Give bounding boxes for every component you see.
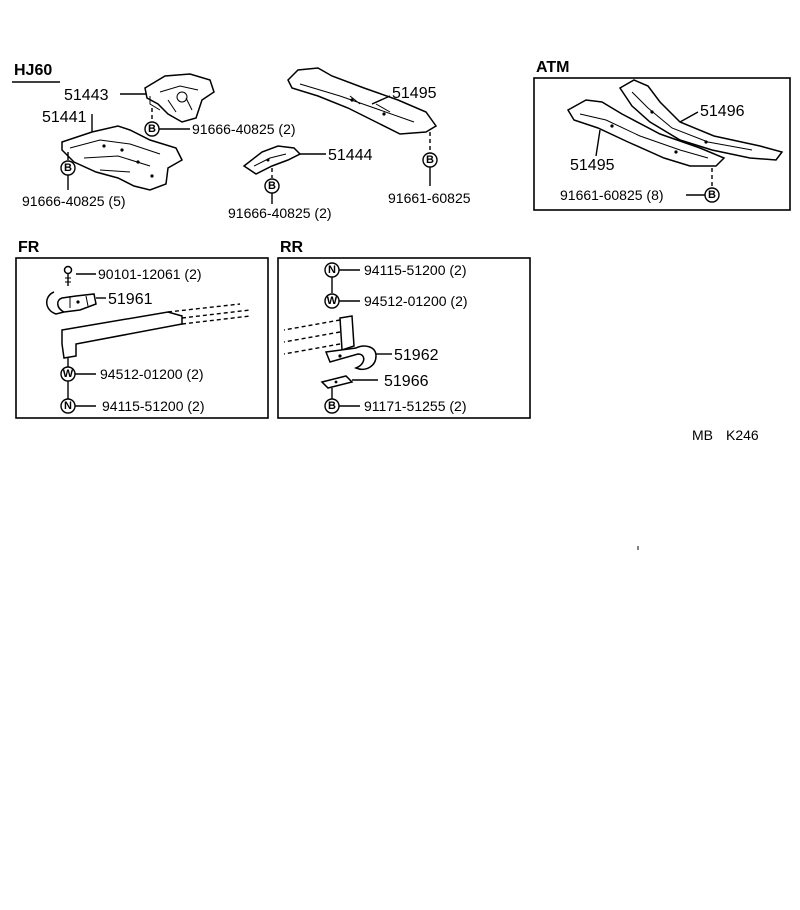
section-title-fr: FR: [18, 239, 40, 256]
svg-text:B: B: [426, 154, 434, 166]
svg-text:B: B: [328, 400, 336, 412]
svg-text:W: W: [63, 368, 74, 380]
part-label-51443: 51443: [64, 87, 109, 104]
nut-symbol-rr: N: [324, 262, 340, 278]
bolt-symbol-51444: B: [264, 178, 280, 194]
bolt-symbol-51495: B: [422, 152, 438, 168]
part-51966-drawing: [320, 375, 354, 389]
section-box-fr: [15, 257, 269, 419]
bolt-symbol-rr: B: [324, 398, 340, 414]
fastener-label-91666-40825-2a: 91666-40825 (2): [192, 121, 296, 137]
bolt-symbol-51441: B: [60, 160, 76, 176]
section-title-atm: ATM: [536, 59, 569, 76]
part-label-51495-atm: 51495: [570, 157, 615, 174]
section-title-rr: RR: [280, 239, 304, 256]
part-51961-drawing: [46, 291, 97, 315]
fastener-label-91666-40825-5: 91666-40825 (5): [22, 193, 126, 209]
part-51496-drawing: [618, 79, 784, 161]
part-label-51441: 51441: [42, 109, 87, 126]
fastener-label-94512-01200-rr: 94512-01200 (2): [364, 293, 468, 309]
fastener-label-94115-51200-rr: 94115-51200 (2): [364, 262, 466, 278]
washer-symbol-rr: W: [324, 293, 340, 309]
part-label-51962: 51962: [394, 347, 439, 364]
svg-text:W: W: [327, 295, 338, 307]
svg-text:B: B: [148, 123, 156, 135]
washer-symbol-fr: W: [60, 366, 76, 382]
svg-text:B: B: [268, 180, 276, 192]
ref-code-right: K246: [726, 427, 759, 443]
fastener-label-91661-60825: 91661-60825: [388, 190, 471, 206]
leader-51495-top: [371, 95, 391, 105]
leader-51495-atm: [595, 129, 601, 157]
part-label-51495-top: 51495: [392, 85, 437, 102]
bolt-symbol-51443: B: [144, 121, 160, 137]
part-51962-drawing: [324, 345, 377, 370]
bolt-symbol-atm: B: [704, 187, 720, 203]
part-label-51961: 51961: [108, 291, 153, 308]
ref-code-left: MB: [692, 427, 713, 443]
fastener-label-91171-51255-2: 91171-51255 (2): [364, 398, 466, 414]
frame-rail-rr-drawing: [283, 315, 355, 355]
part-label-51496: 51496: [700, 103, 745, 120]
section-box-rr: [277, 257, 531, 419]
part-label-51444: 51444: [328, 147, 373, 164]
svg-text:N: N: [64, 400, 72, 412]
leader-51496: [679, 111, 699, 123]
fastener-label-94512-01200-fr: 94512-01200 (2): [100, 366, 204, 382]
svg-text:N: N: [328, 264, 336, 276]
fastener-label-90101-12061-2: 90101-12061 (2): [98, 266, 202, 282]
part-label-51966: 51966: [384, 373, 429, 390]
part-51495-top-drawing: [287, 67, 438, 135]
part-51495-atm-drawing: [566, 99, 726, 167]
fastener-label-91666-40825-2b: 91666-40825 (2): [228, 205, 332, 221]
nut-symbol-fr: N: [60, 398, 76, 414]
svg-text:B: B: [708, 189, 716, 201]
section-title-hj60: HJ60: [14, 62, 52, 79]
fastener-label-91661-60825-8: 91661-60825 (8): [560, 187, 664, 203]
section-box-atm: [533, 77, 791, 211]
bolt-90101-drawing: [63, 265, 73, 286]
part-51443-drawing: [144, 73, 215, 123]
part-51441-drawing: [61, 125, 183, 191]
svg-text:B: B: [64, 162, 72, 174]
fastener-label-94115-51200-fr: 94115-51200 (2): [102, 398, 204, 414]
frame-rail-fr-drawing: [61, 303, 251, 359]
